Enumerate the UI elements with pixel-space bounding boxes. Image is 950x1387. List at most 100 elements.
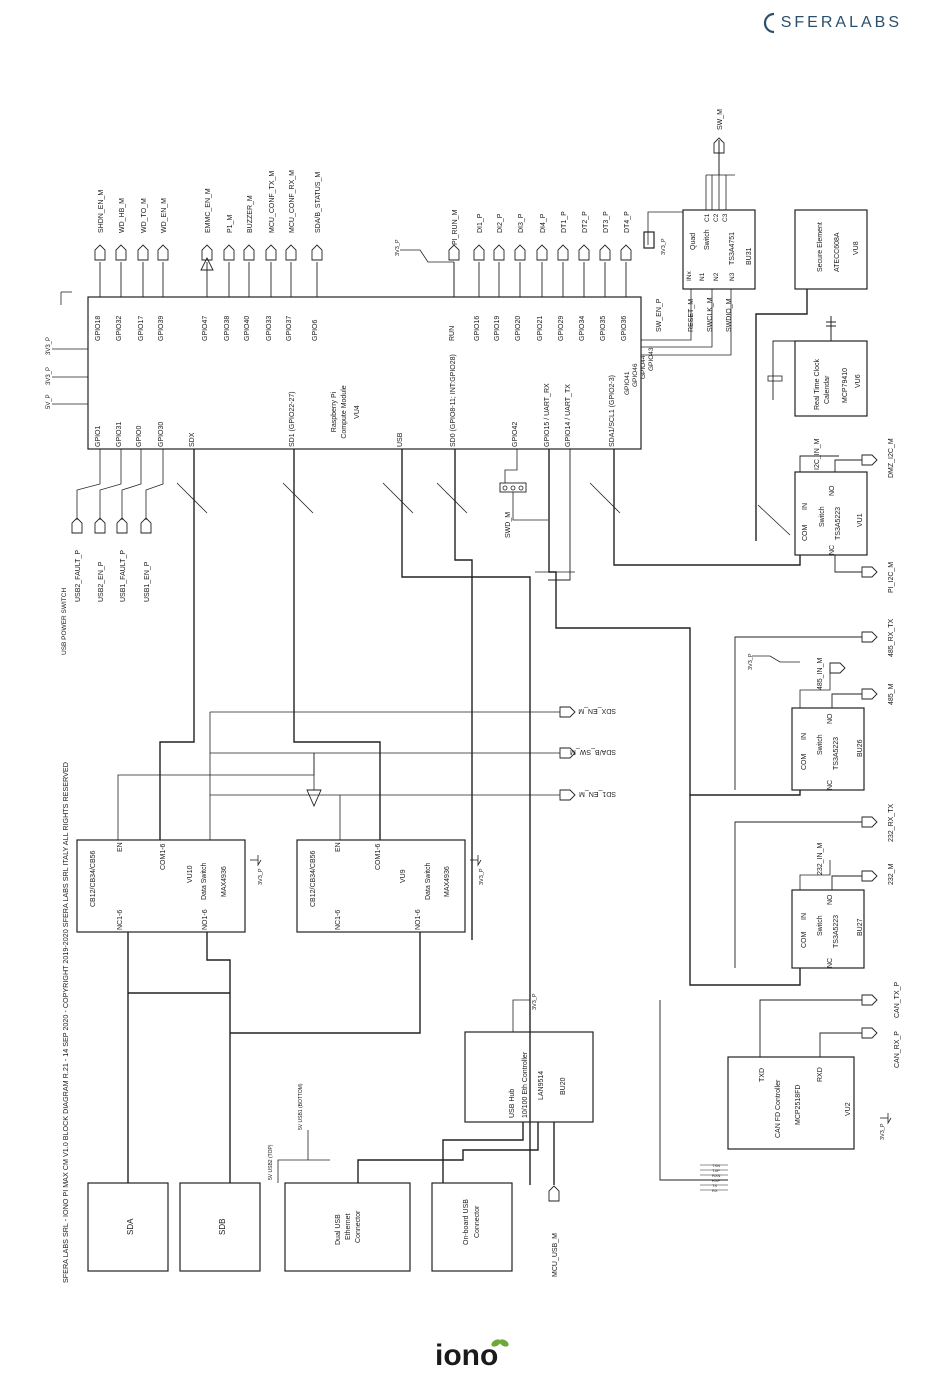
top-signal-label: PI_RUN_M <box>452 209 459 245</box>
cm-top-pin: GPIO47 <box>202 316 209 341</box>
rs485-in-wire <box>799 668 831 708</box>
net-port-icon <box>861 631 878 643</box>
switch-name: Data Switch <box>425 863 432 900</box>
hub-name: USB Hub <box>509 1089 516 1118</box>
rtc-part: MCP79410 <box>842 368 849 403</box>
cm-bottom-pin: GPIO31 <box>116 422 123 447</box>
hub-usb <box>442 1122 524 1183</box>
signal-port-icon <box>137 244 149 261</box>
i2c-net-label: PI_I2C_M <box>888 562 895 593</box>
i2c-in-wire <box>799 455 839 472</box>
switch-pin: NO <box>827 894 834 905</box>
quad-net-wire <box>641 289 713 348</box>
usb-signal-label: USB1_FAULT_P <box>120 550 127 602</box>
secure-part: ATECC608A <box>834 232 841 272</box>
signal-port-icon <box>265 244 277 261</box>
cm-right-pin: GPIO43 <box>648 347 655 371</box>
bus-label: RXP <box>712 1178 721 1183</box>
signal-port-icon <box>243 244 255 261</box>
dual-usb-label: Dual USB <box>335 1214 342 1245</box>
inverter-icon <box>306 789 322 808</box>
signal-port-icon <box>448 244 460 261</box>
swd-label: SWD_M <box>505 512 512 538</box>
top-signal-label: BUZZER_M <box>247 195 254 233</box>
rs485-net-label: 485_RX_TX <box>888 619 895 657</box>
usb-signal-wire <box>99 449 122 520</box>
can-name: CAN FD Controller <box>775 1079 782 1138</box>
switch-part: TS3A5223 <box>833 915 840 948</box>
can-net-label: CAN_TX_P <box>894 981 901 1018</box>
nc-wire <box>834 555 862 573</box>
can-bus <box>659 1000 728 1181</box>
signal-port-icon <box>285 244 297 261</box>
sd-wire <box>117 753 315 840</box>
top-signal-label: MCU_CONF_RX_M <box>289 170 296 233</box>
secure-name: Secure Element <box>817 222 824 272</box>
hub-part: LAN9514 <box>538 1071 545 1100</box>
switch-pin: EN <box>117 842 124 852</box>
usb-signal-wire <box>76 449 101 520</box>
brand-name: SFERALABS <box>780 14 902 31</box>
i2c-switch-vu1 <box>794 471 868 556</box>
signal-port-icon <box>115 244 127 261</box>
top-signal-label: DT4_P <box>624 211 631 233</box>
signal-port-icon <box>514 244 526 261</box>
cm-bottom-pin: GPIO14 / UART_TX <box>565 384 572 447</box>
quad-name: Quad <box>690 233 697 250</box>
cm-top-pin: GPIO36 <box>621 316 628 341</box>
net-port-icon <box>861 688 878 700</box>
inverter-icon <box>200 256 214 271</box>
power-label: 3V3_P <box>46 337 52 355</box>
switch-pin: COM1-6 <box>160 843 167 870</box>
top-net-label: SW_M <box>717 109 724 130</box>
switch-pin: NC <box>829 545 836 555</box>
pullup-label: 3V3_P <box>395 239 401 256</box>
cm-name: Raspberry Pi <box>331 391 338 432</box>
switch-ref: BU26 <box>857 739 864 757</box>
cm-top-pin: RUN <box>449 326 456 341</box>
cm-top-pin: GPIO16 <box>474 316 481 341</box>
rs485-wire <box>734 636 862 790</box>
rs485-no-wire <box>831 693 862 708</box>
signal-port-icon <box>557 244 569 261</box>
hub-eth <box>357 1122 539 1183</box>
usb-bus <box>401 449 531 1185</box>
pullup-resistor <box>643 231 655 249</box>
switch-pin: NC1-6 <box>335 910 342 930</box>
leaf-icon <box>499 1339 509 1347</box>
pullup-wire <box>400 249 454 263</box>
rs232-switch-bu27 <box>791 889 865 969</box>
top-signal-label: DT3_P <box>603 211 610 233</box>
top-signal-label: WD_TO_M <box>141 198 148 233</box>
bus-slash <box>282 482 314 514</box>
dual-usb-label: Ethernet <box>345 1213 352 1240</box>
power-arrow-icon <box>257 855 262 867</box>
rtc-name: Calendar <box>824 375 831 404</box>
switch-part: CB12/CB34/CB56 <box>310 850 317 907</box>
cm-top-pin: GPIO19 <box>494 316 501 341</box>
usb-port-icon <box>140 517 152 534</box>
usb-signal-wire <box>145 449 164 520</box>
quad-pin: N3 <box>729 272 736 281</box>
signal-port-icon <box>157 244 169 261</box>
cm-bottom-pin: GPIO1 <box>95 425 102 447</box>
data-switch-vu10 <box>76 839 246 933</box>
power-label: 3V3_P <box>258 868 264 885</box>
cm-top-pin: GPIO17 <box>138 316 145 341</box>
net-port-icon <box>861 1027 878 1039</box>
sferalabs-logo-icon <box>763 12 774 34</box>
top-signal-label: DT1_P <box>561 211 568 233</box>
cm-top-pin: GPIO40 <box>244 316 251 341</box>
signal-port-icon <box>493 244 505 261</box>
cm-bottom-pin: SD1 (GPIO22-27) <box>289 391 296 447</box>
cm-right-pin: GPIO44 <box>640 355 647 379</box>
diagram-title: SFERA LABS SRL - IONO PI MAX CM V1.0 BLO… <box>61 762 70 1283</box>
switch-name: Data Switch <box>201 863 208 900</box>
power-label: 3V3_P <box>46 367 52 385</box>
sda-block <box>87 1182 169 1272</box>
quad-ctrl-wire <box>647 211 683 245</box>
net-port-icon <box>861 566 878 578</box>
switch-ref: BU27 <box>857 918 864 936</box>
